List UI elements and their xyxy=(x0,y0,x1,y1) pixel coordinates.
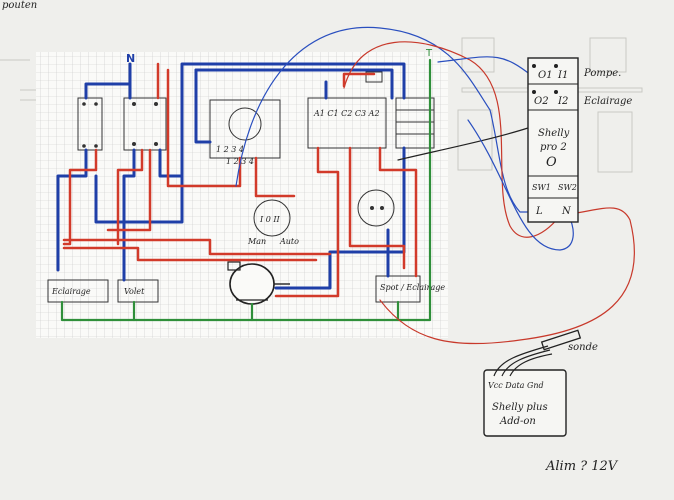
box-volet-label: Volet xyxy=(124,287,145,296)
shelly-i2: I2 xyxy=(557,96,568,107)
annotation-alim: Alim ? 12V xyxy=(545,459,619,474)
box-eclairage: Eclairage xyxy=(47,279,109,303)
annotation-eclairage: Eclairage xyxy=(583,96,632,107)
timer-module: 1 2 3 4 xyxy=(209,99,281,159)
shelly-l: L xyxy=(535,206,543,217)
shelly-i1: I1 xyxy=(557,70,568,81)
shelly-o2: O2 xyxy=(534,96,549,107)
red-wires xyxy=(62,62,418,298)
probe-cable xyxy=(493,329,582,377)
blue-wires xyxy=(56,62,406,290)
background-traces xyxy=(0,37,643,173)
shelly-n: N xyxy=(561,206,572,217)
shelly-symbol: O xyxy=(546,155,557,170)
shelly-pro2-module: O1 I1 O2 I2 Shelly pro 2 O SW1 SW2 L N xyxy=(527,57,579,223)
shelly-sw2: SW2 xyxy=(558,183,577,192)
shelly-sw1: SW1 xyxy=(532,183,551,192)
addon-subtitle: Add-on xyxy=(499,416,536,427)
left-breaker xyxy=(77,97,103,151)
annotation-sonde: sonde xyxy=(568,342,598,353)
relay-terminals: A1 C1 C2 C3 A2 xyxy=(313,109,380,118)
addon-title: Shelly plus xyxy=(492,402,548,413)
main-breaker xyxy=(123,97,167,151)
selector-label-auto: Auto xyxy=(279,237,299,246)
box-eclairage-label: Eclairage xyxy=(51,287,91,296)
shelly-subtitle: pro 2 xyxy=(540,142,567,153)
top-scribble: pouten xyxy=(2,0,37,11)
annotation-pompe: Pompe. xyxy=(583,68,621,79)
shelly-title: Shelly xyxy=(538,128,570,139)
earth-label: T xyxy=(425,48,433,59)
contactor-terminals: 1 2 3 4 xyxy=(226,157,254,166)
neutral-label: N xyxy=(126,52,135,65)
selector-switch: I 0 II Man Auto xyxy=(247,199,299,246)
shelly-link-wires xyxy=(235,26,635,345)
pressure-switch xyxy=(357,189,395,227)
shelly-o1: O1 xyxy=(538,70,553,81)
pump-motor xyxy=(227,261,290,305)
box-spot-label: Spot / Eclairage xyxy=(380,283,445,292)
selector-positions: I 0 II xyxy=(259,215,280,224)
addon-pins: Vcc Data Gnd xyxy=(488,381,544,390)
contactor-relay: A1 C1 C2 C3 A2 xyxy=(307,71,387,149)
shelly-addon-module: Vcc Data Gnd Shelly plus Add-on xyxy=(483,369,567,437)
earth-wires xyxy=(60,58,432,322)
selector-label-man: Man xyxy=(247,237,266,246)
timer-terminals: 1 2 3 4 xyxy=(216,145,244,154)
terminal-block xyxy=(395,97,435,149)
box-volet: Volet xyxy=(117,279,159,303)
